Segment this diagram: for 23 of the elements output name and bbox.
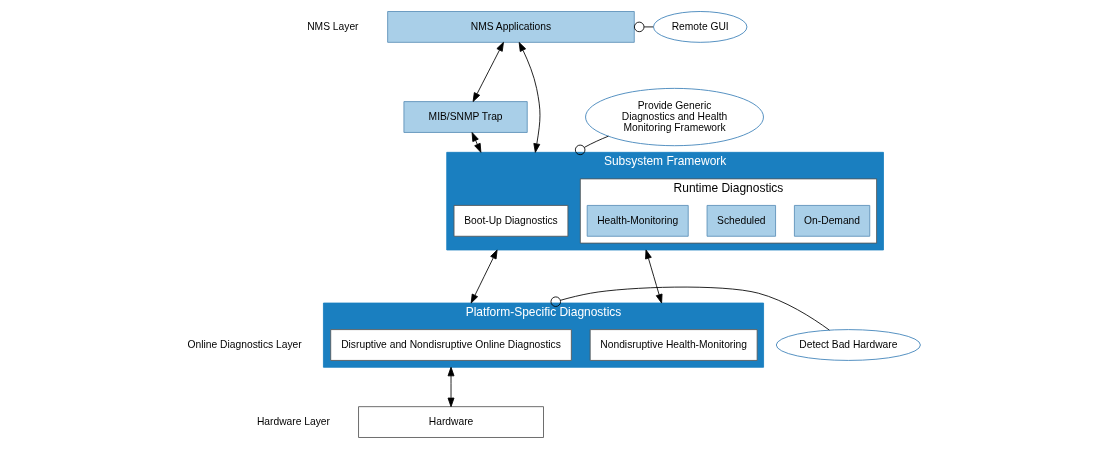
connector (633, 21, 654, 33)
node-ellipse: Detect Bad Hardware (775, 329, 921, 361)
node-box: Scheduled (706, 205, 776, 237)
label: Online Diagnostics Layer (187, 338, 302, 350)
node-box: On-Demand (793, 205, 870, 237)
arrow (472, 41, 504, 102)
connector (574, 135, 609, 156)
arrow (644, 249, 662, 304)
node-box: NMS Applications (386, 11, 635, 43)
label: Hardware Layer (256, 415, 330, 427)
arrow (447, 366, 454, 408)
node-box: Health-Monitoring (586, 205, 689, 237)
node-box: Disruptive and Nondisruptive Online Diagnostics (329, 329, 572, 361)
node-box: Nondisruptive Health-Monitoring (589, 329, 758, 361)
node-box: Boot-Up Diagnostics (453, 205, 568, 237)
node-box: MIB/SNMP Trap (403, 101, 528, 133)
node-box: Hardware (357, 406, 544, 438)
connector (550, 286, 830, 331)
arrow (518, 42, 540, 153)
label: NMS Layer (306, 20, 359, 32)
node-ellipse: Remote GUI (652, 11, 747, 43)
arrow (471, 132, 481, 153)
arrow (470, 249, 498, 304)
